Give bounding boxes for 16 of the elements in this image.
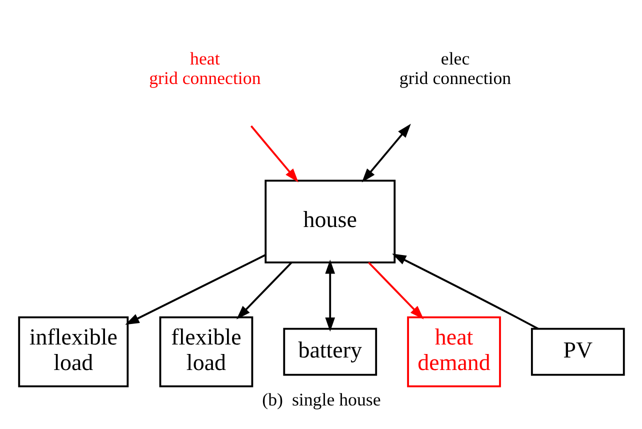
arrow xyxy=(250,125,298,182)
arrow xyxy=(124,254,266,325)
node-box: heat demand xyxy=(406,316,500,388)
node-box: inflexible load xyxy=(18,316,128,388)
arrow xyxy=(392,254,538,330)
node-box: battery xyxy=(282,328,377,376)
node-text: heat grid connection xyxy=(148,48,260,88)
node-box: PV xyxy=(530,328,624,376)
caption: (b) single house xyxy=(262,390,380,410)
node-text: elec grid connection xyxy=(398,48,511,88)
node-box: house xyxy=(264,180,396,264)
arrow xyxy=(367,262,424,320)
arrow xyxy=(361,124,410,182)
node-box: flexible load xyxy=(158,316,253,388)
arrow xyxy=(324,260,335,332)
arrow xyxy=(236,262,292,320)
